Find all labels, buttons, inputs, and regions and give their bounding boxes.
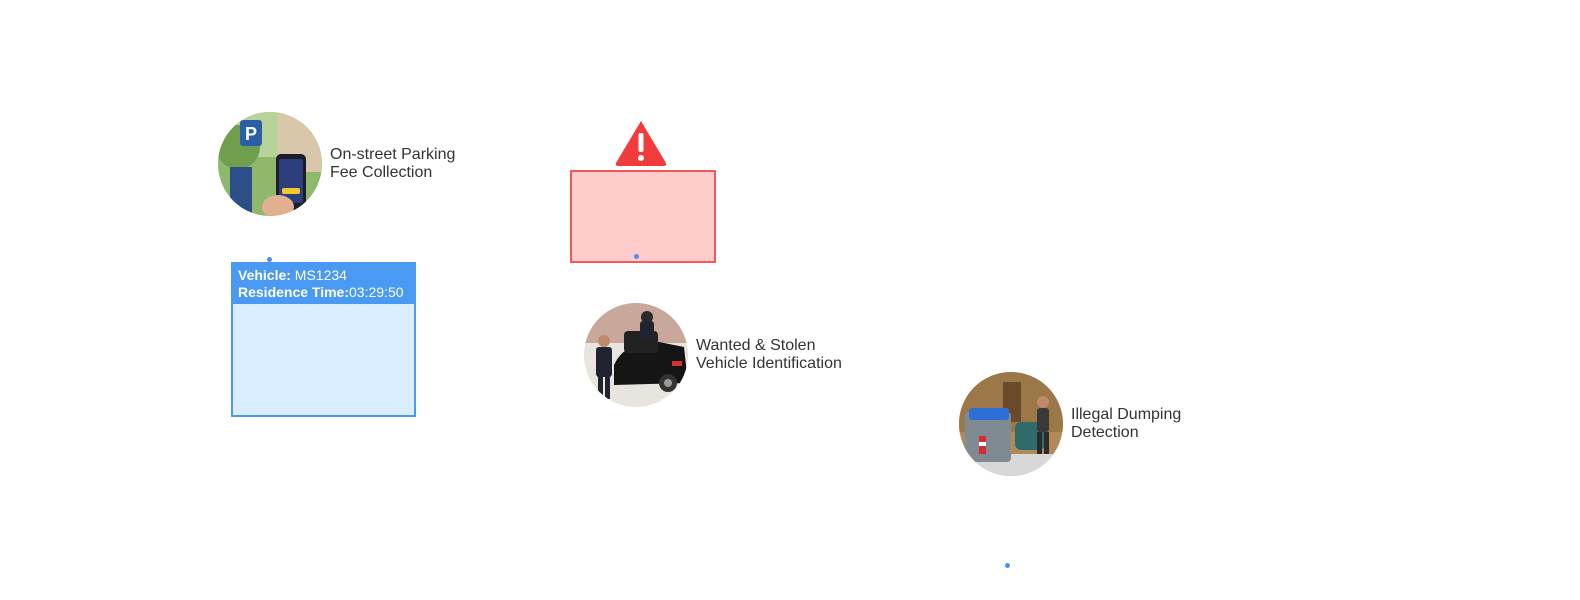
wanted-label-line2: Vehicle Identification	[696, 355, 842, 372]
dumping-label-line2: Detection	[1071, 424, 1139, 441]
feature-illegal-dumping[interactable]: Illegal Dumping Detection	[959, 372, 1181, 476]
vehicle-value: MS1234	[290, 267, 347, 283]
parking-label-line2: Fee Collection	[330, 164, 433, 181]
connector-dot	[1005, 563, 1010, 568]
feature-wanted-stolen[interactable]: Wanted & Stolen Vehicle Identification	[584, 303, 842, 407]
dumping-thumbnail-image	[959, 372, 1063, 476]
wanted-feature-label: Wanted & Stolen Vehicle Identification	[696, 337, 842, 373]
connector-dot	[267, 257, 272, 262]
dumping-label-line1: Illegal Dumping	[1071, 406, 1182, 423]
parking-label-line1: On-street Parking	[330, 146, 456, 163]
svg-text:P: P	[245, 124, 257, 144]
vehicle-info-header: Vehicle: MS1234 Residence Time:03:29:50	[233, 264, 414, 304]
wanted-label-line1: Wanted & Stolen	[696, 337, 816, 354]
vehicle-row: Vehicle: MS1234	[238, 267, 409, 284]
dumping-feature-label: Illegal Dumping Detection	[1071, 406, 1181, 442]
parking-feature-label: On-street Parking Fee Collection	[330, 146, 455, 182]
vehicle-label: Vehicle:	[238, 267, 291, 283]
wanted-thumbnail-image	[584, 303, 688, 407]
vehicle-detection-box: Vehicle: MS1234 Residence Time:03:29:50	[231, 262, 416, 417]
warning-triangle-icon	[615, 121, 667, 166]
parking-thumbnail-image: P	[218, 112, 322, 216]
residence-time-label: Residence Time:	[238, 284, 350, 300]
connector-dot	[634, 254, 639, 259]
residence-time-value: 03:29:50	[349, 284, 404, 300]
alert-detection-box	[570, 170, 716, 263]
residence-time-row: Residence Time:03:29:50	[238, 284, 409, 301]
feature-parking-fee[interactable]: P On-street Parking Fee Collection	[218, 112, 455, 216]
